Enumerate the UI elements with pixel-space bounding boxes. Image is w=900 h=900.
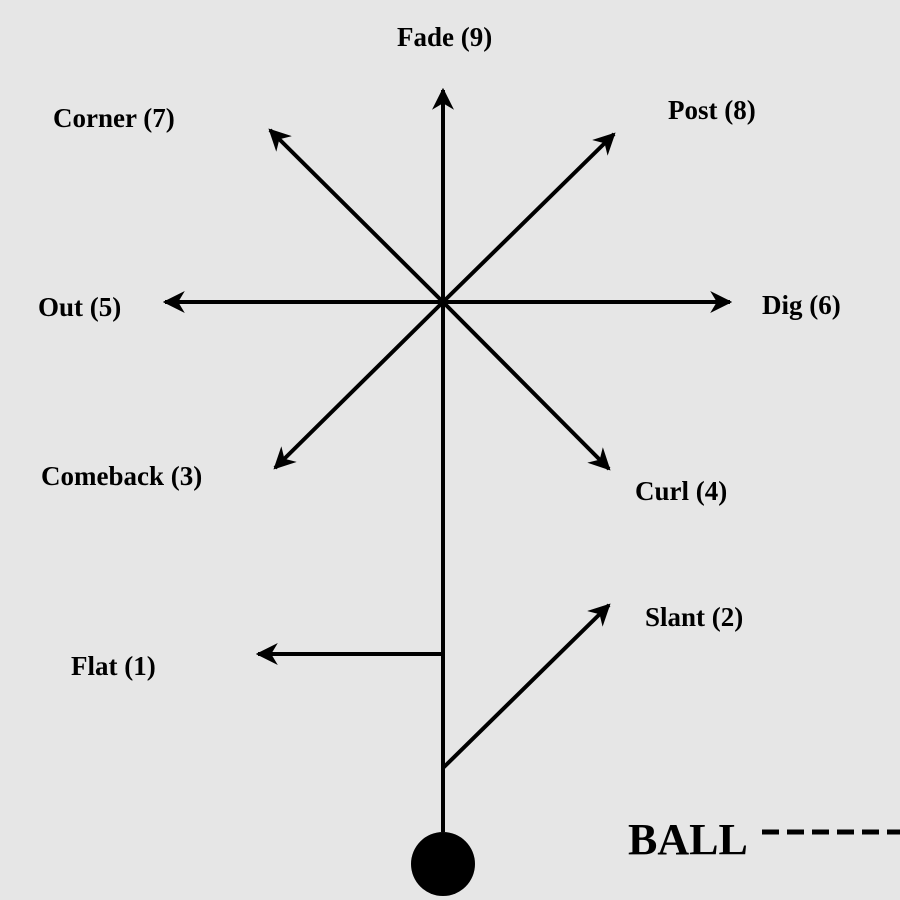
corner-route-arrow	[268, 128, 445, 304]
dig-label: Dig (6)	[762, 290, 841, 320]
comeback-label: Comeback (3)	[41, 461, 203, 491]
player-dot	[411, 832, 475, 896]
fade-label: Fade (9)	[397, 22, 493, 52]
out-label: Out (5)	[38, 292, 122, 322]
slant-route-arrow	[441, 603, 611, 770]
slant-label: Slant (2)	[645, 602, 744, 632]
corner-label: Corner (7)	[53, 103, 175, 133]
post-route-arrow	[441, 132, 616, 304]
comeback-route-arrow	[273, 300, 445, 470]
curl-label: Curl (4)	[635, 476, 728, 506]
flat-label: Flat (1)	[71, 651, 156, 681]
post-label: Post (8)	[668, 95, 756, 125]
ball-label: BALL	[628, 815, 748, 864]
curl-route-arrow	[441, 300, 611, 471]
